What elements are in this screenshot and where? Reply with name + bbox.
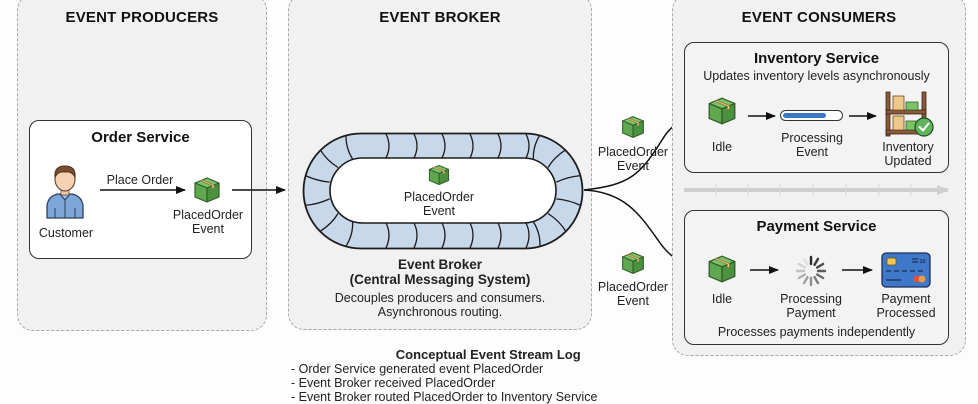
queue-segment-divider — [532, 134, 541, 160]
inventory-step-2-line1: Processing — [781, 131, 843, 145]
spinner-tick — [802, 257, 809, 267]
spinner-tick — [815, 262, 825, 269]
inventory-service-title: Inventory Service — [753, 50, 880, 67]
broker-event-label-line2: Event — [423, 204, 455, 218]
payment-step-3-line2: Processed — [876, 306, 936, 320]
broker-name-line2: (Central Messaging System) — [349, 272, 531, 287]
spinner-tick — [797, 273, 807, 280]
queue-segment-divider — [413, 133, 418, 159]
inventory-progress-fill — [783, 113, 826, 118]
routing-lower-label-line2: Event — [617, 294, 649, 308]
customer-label: Customer — [38, 226, 94, 240]
routing-upper-label-line1: PlacedOrder — [597, 145, 669, 159]
queue-segment-divider — [345, 221, 354, 247]
queue-segment-divider — [305, 198, 330, 207]
log-entry: - Event Broker received PlacedOrder — [291, 376, 496, 390]
queue-segment-divider — [556, 198, 581, 206]
payment-service-title: Payment Service — [756, 218, 877, 235]
inventory-step-2-line2: Event — [796, 145, 828, 159]
queue-segment-divider — [547, 149, 567, 168]
spinner-tick — [797, 262, 807, 269]
processing-spinner-icon — [795, 255, 827, 287]
routing-lower-label-line1: PlacedOrder — [597, 280, 669, 294]
log-title: Conceptual Event Stream Log — [395, 347, 581, 362]
queue-segment-divider — [441, 133, 446, 159]
broker-event-label-line1: PlacedOrder — [403, 190, 475, 204]
queue-segment-divider — [469, 133, 474, 159]
payment-step-2-line2: Payment — [786, 306, 836, 320]
queue-segment-divider — [319, 213, 339, 232]
customer-icon — [46, 165, 84, 219]
broker-title: EVENT BROKER — [379, 9, 501, 26]
inventory-step-3-line1: Inventory — [882, 140, 934, 154]
queue-segment-divider — [547, 212, 567, 232]
log-entry: - Order Service generated event PlacedOr… — [291, 362, 544, 376]
spinner-tick — [813, 257, 820, 267]
broker-desc-line2: Asynchronous routing. — [377, 305, 503, 319]
payment-service-footer: Processes payments independently — [717, 325, 916, 339]
queue-segment-divider — [497, 133, 502, 159]
inventory-shelf-check-icon — [885, 91, 934, 137]
queue-segment-divider — [319, 149, 339, 169]
queue-segment-divider — [385, 133, 390, 159]
producer-event-label-line1: PlacedOrder — [172, 208, 244, 222]
inventory-progress-bar — [780, 110, 843, 121]
queue-segment-divider — [345, 134, 354, 160]
spinner-tick — [802, 275, 809, 285]
broker-name-line1: Event Broker — [397, 257, 483, 272]
queue-segment-divider — [385, 222, 390, 249]
event-queue-loop — [302, 132, 584, 250]
log-entry: - Event Broker routed PlacedOrder to Inv… — [291, 390, 598, 404]
queue-segment-divider — [525, 133, 530, 159]
spinner-tick — [813, 275, 820, 285]
payment-step-3-line1: Payment — [881, 292, 931, 306]
broker-desc-line1: Decouples producers and consumers. — [334, 291, 546, 305]
inventory-service-subtitle: Updates inventory levels asynchronously — [703, 69, 930, 83]
producer-event-label-line2: Event — [192, 222, 224, 236]
queue-segment-divider — [532, 221, 541, 247]
queue-segment-divider — [525, 222, 530, 249]
routing-upper-label-line2: Event — [617, 159, 649, 173]
producers-title: EVENT PRODUCERS — [65, 9, 219, 26]
svg-text:10: 10 — [920, 259, 926, 265]
queue-segment-divider — [497, 222, 502, 249]
spinner-tick — [815, 273, 825, 280]
inventory-step-1-label: Idle — [711, 140, 733, 154]
payment-step-2-line1: Processing — [780, 292, 842, 306]
queue-segment-divider — [556, 174, 581, 183]
event-stream-log: Conceptual Event Stream Log - Order Serv… — [291, 348, 597, 404]
queue-segment-divider — [441, 222, 446, 249]
inventory-step-3-line2: Updated — [884, 154, 932, 168]
consumers-title: EVENT CONSUMERS — [741, 9, 897, 26]
queue-segment-divider — [469, 222, 474, 249]
credit-card-icon: 10 — [881, 252, 931, 288]
queue-segment-divider — [305, 175, 330, 183]
place-order-label: Place Order — [106, 173, 174, 187]
order-service-title: Order Service — [91, 129, 190, 146]
queue-segment-divider — [413, 222, 418, 249]
payment-step-1-label: Idle — [711, 292, 733, 306]
